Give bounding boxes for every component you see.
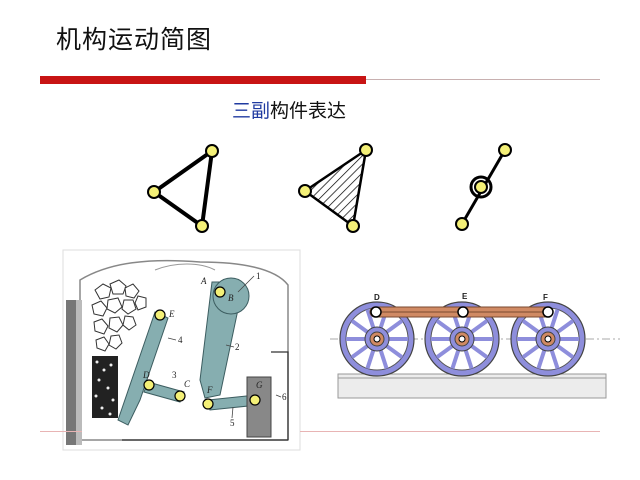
jaw-crusher-illustration: A B 1 E 4 2 D 3 C F G 5 6 <box>62 249 301 451</box>
joint-circle <box>370 306 382 318</box>
crusher-label-e: E <box>168 309 175 319</box>
crusher-label-5: 5 <box>230 418 235 428</box>
crusher-label-d: D <box>142 370 150 380</box>
joint-circle <box>154 309 166 321</box>
rod-label-f: F <box>543 293 548 302</box>
crusher-label-3: 3 <box>172 370 177 380</box>
stone-pile <box>91 279 147 352</box>
joint-circle <box>498 143 512 157</box>
wheel <box>510 301 586 377</box>
subtitle-rest: 构件表达 <box>270 100 347 122</box>
footer-rule-right <box>300 431 600 432</box>
crusher-label-c: C <box>184 379 191 389</box>
joint-circle <box>298 184 312 198</box>
underline-red-bar <box>40 76 366 84</box>
joint-circle <box>195 219 209 233</box>
swing-jaw-link-4 <box>117 311 169 426</box>
wheel <box>424 301 500 377</box>
crusher-label-f: F <box>206 385 213 395</box>
crusher-label-2: 2 <box>235 342 240 352</box>
rod-label-e: E <box>462 292 468 301</box>
joint-circle <box>346 219 360 233</box>
joint-circle <box>205 144 219 158</box>
crusher-label-a: A <box>200 276 207 286</box>
locomotive-wheels-illustration: D E F <box>330 292 620 399</box>
crusher-label-g: G <box>256 380 263 390</box>
joint-circle <box>214 286 226 298</box>
fine-gravel <box>92 356 118 418</box>
footer-rule-left <box>40 431 82 432</box>
joint-circle <box>202 398 214 410</box>
joint-circle <box>143 379 155 391</box>
wheel <box>339 301 415 377</box>
frame-block-g <box>246 376 272 438</box>
joint-circle <box>147 185 161 199</box>
left-wall <box>66 300 76 445</box>
joint-circle <box>359 143 373 157</box>
joint-circle <box>174 390 186 402</box>
crusher-label-b: B <box>228 293 234 303</box>
ternary-link-plain-symbol <box>147 144 219 233</box>
rod-label-d: D <box>374 293 380 302</box>
subtitle-highlight: 三副 <box>232 100 271 122</box>
underline-grey-line <box>366 79 600 80</box>
crusher-label-6: 6 <box>282 392 287 402</box>
ternary-link-collinear-symbol <box>455 143 512 231</box>
title-underline <box>40 76 600 84</box>
subtitle: 三副构件表达 <box>232 96 346 123</box>
joint-circle <box>457 306 469 318</box>
ternary-link-hatched-symbol <box>298 143 373 233</box>
slide-title: 机构运动简图 <box>56 25 213 54</box>
joint-circle <box>249 394 261 406</box>
crusher-label-4: 4 <box>178 335 183 345</box>
joint-circle <box>474 180 488 194</box>
joint-circle <box>542 306 554 318</box>
joint-circle <box>455 217 469 231</box>
crusher-label-1: 1 <box>256 271 261 281</box>
